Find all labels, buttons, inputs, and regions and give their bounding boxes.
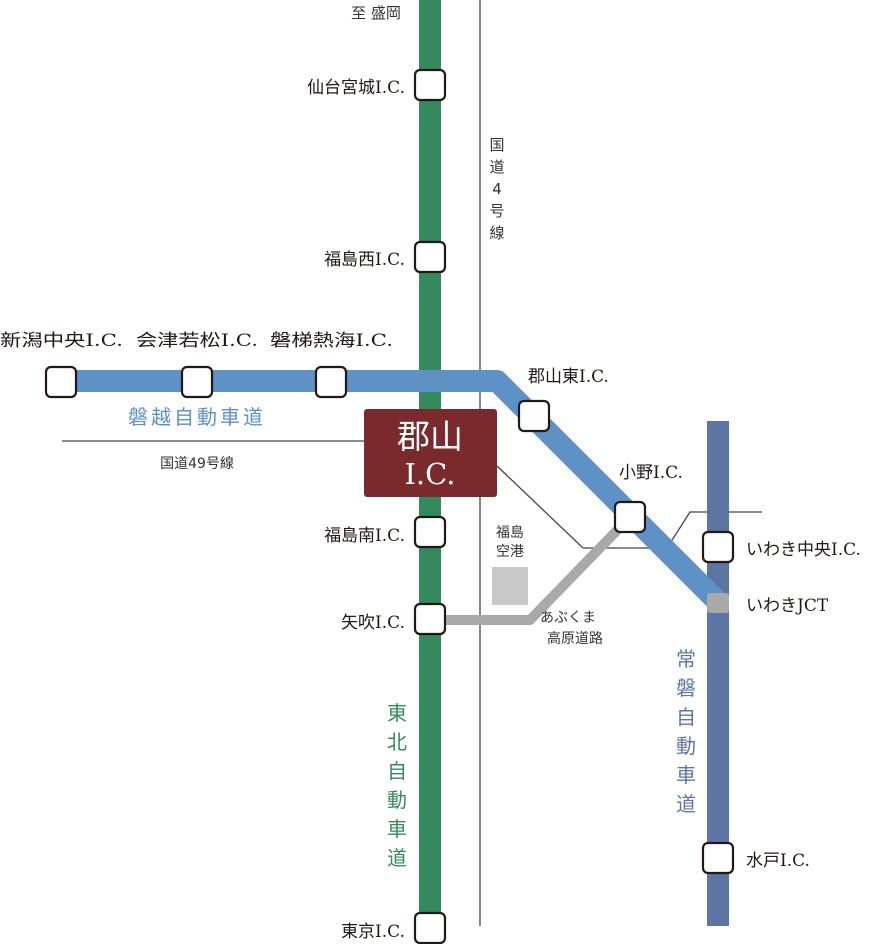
ic-label-iwaki-chuo: いわき中央I.C. xyxy=(746,540,861,560)
ic-label-tokyo: 東京I.C. xyxy=(341,922,405,942)
vt-route4-char: 国 xyxy=(489,136,504,154)
ic-label-fukushima-minami: 福島南I.C. xyxy=(324,526,405,546)
airport-name-line1: 福島 xyxy=(496,525,524,541)
ic-marker-koriyama-higashi[interactable] xyxy=(517,399,551,433)
vt-joban-char: 自 xyxy=(676,705,696,729)
route49-name: 国道49号線 xyxy=(160,456,234,472)
ic-marker-iwaki-chuo[interactable] xyxy=(701,530,735,564)
vt-tohoku-char: 自 xyxy=(387,759,407,783)
vt-route4-char: 号 xyxy=(489,202,504,220)
ic-label-aizu: 会津若松I.C. xyxy=(136,331,258,351)
vt-joban-char: 車 xyxy=(676,763,696,787)
route4-name: 国道 4 号線 xyxy=(489,136,504,242)
top-direction-label: 至 盛岡 xyxy=(351,4,401,22)
ic-label-ono: 小野I.C. xyxy=(619,463,683,483)
ic-marker-bandai[interactable] xyxy=(314,365,348,399)
vt-tohoku-char: 車 xyxy=(387,817,407,841)
ic-marker-mito[interactable] xyxy=(701,841,735,875)
airport-name-line2: 空港 xyxy=(496,544,524,560)
abukuma-name-line1: あぶくま xyxy=(540,610,596,626)
ic-label-fukushima-nishi: 福島西I.C. xyxy=(324,250,405,270)
vt-route4-char: 道 xyxy=(489,158,504,176)
koriyama-ic-box[interactable] xyxy=(364,409,497,497)
ic-label-bandai: 磐梯熱海I.C. xyxy=(270,331,393,351)
ic-marker-aizu[interactable] xyxy=(180,365,214,399)
abukuma-name-line2: 高原道路 xyxy=(547,630,603,647)
ic-label-niigata: 新潟中央I.C. xyxy=(0,331,123,351)
ic-label-sendai: 仙台宮城I.C. xyxy=(307,78,405,98)
vt-route4-char: 4 xyxy=(492,180,502,198)
vt-joban-char: 動 xyxy=(676,734,696,758)
banetsu-expressway-name: 磐越自動車道 xyxy=(128,405,266,429)
ic-marker-sendai[interactable] xyxy=(413,68,447,102)
ic-label-yabuki: 矢吹I.C. xyxy=(341,613,405,633)
vt-tohoku-char: 動 xyxy=(387,788,407,812)
vt-route4-char: 線 xyxy=(489,224,504,242)
ic-label-koriyama-higashi: 郡山東I.C. xyxy=(528,367,609,387)
ic-label-iwaki-jct: いわきJCT xyxy=(746,596,829,616)
fukushima-airport-marker xyxy=(492,567,528,605)
ic-marker-fukushima-nishi[interactable] xyxy=(413,240,447,274)
vt-joban-char: 常 xyxy=(676,647,696,671)
vt-joban-char: 磐 xyxy=(676,676,696,700)
ic-marker-tokyo[interactable] xyxy=(413,911,447,944)
ic-marker-ono[interactable] xyxy=(613,500,647,534)
vt-joban-char: 道 xyxy=(676,792,696,816)
vt-tohoku-char: 道 xyxy=(387,846,407,870)
koriyama-ic-subtitle: I.C. xyxy=(404,457,455,491)
vt-tohoku-char: 東 xyxy=(387,701,407,725)
ic-marker-yabuki[interactable] xyxy=(413,602,447,636)
vt-tohoku-char: 北 xyxy=(387,730,407,754)
ic-marker-niigata[interactable] xyxy=(44,365,78,399)
koriyama-ic-title: 郡山 xyxy=(397,417,463,456)
jct-marker-iwaki[interactable] xyxy=(707,593,729,613)
ic-label-mito: 水戸I.C. xyxy=(746,851,810,871)
ic-marker-fukushima-minami[interactable] xyxy=(413,515,447,549)
abukuma-highway-line xyxy=(430,513,634,625)
